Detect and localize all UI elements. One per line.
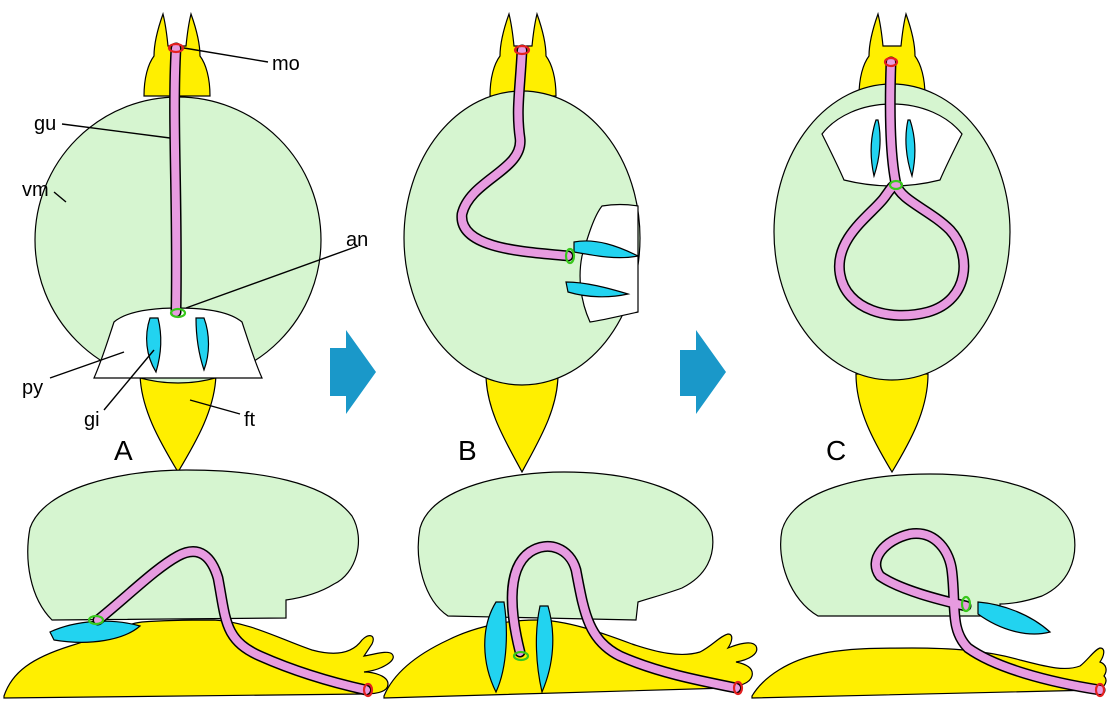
- label-gi: gi: [84, 409, 100, 431]
- panel-b-side-view: [384, 472, 757, 698]
- visceral-mass-b-side: [418, 472, 713, 620]
- foot-b: [486, 374, 558, 472]
- panel-a-top-view: [35, 14, 321, 472]
- foot-c-side: [752, 648, 1106, 698]
- label-py: py: [22, 377, 43, 399]
- gill-c-side: [978, 602, 1050, 634]
- panel-b-top-view: [404, 14, 640, 472]
- label-gu: gu: [34, 113, 56, 135]
- visceral-mass-a-side: [28, 470, 359, 620]
- gut-a: [175, 48, 177, 312]
- label-mo: mo: [272, 53, 300, 75]
- panel-c-side-view: [752, 474, 1106, 698]
- panel-label-a: A: [114, 435, 133, 466]
- right-arrow-icon: [330, 330, 376, 414]
- pallial-cavity-a: [94, 308, 262, 378]
- panel-a-side-view: [4, 470, 393, 698]
- panel-c-top-view: [774, 14, 1010, 472]
- label-ft: ft: [244, 409, 256, 431]
- panel-label-b: B: [458, 435, 477, 466]
- foot-a: [140, 372, 216, 472]
- label-vm: vm: [22, 179, 49, 201]
- panel-label-c: C: [826, 435, 846, 466]
- label-an: an: [346, 229, 368, 251]
- right-arrow-icon: [680, 330, 726, 414]
- foot-c: [856, 374, 928, 472]
